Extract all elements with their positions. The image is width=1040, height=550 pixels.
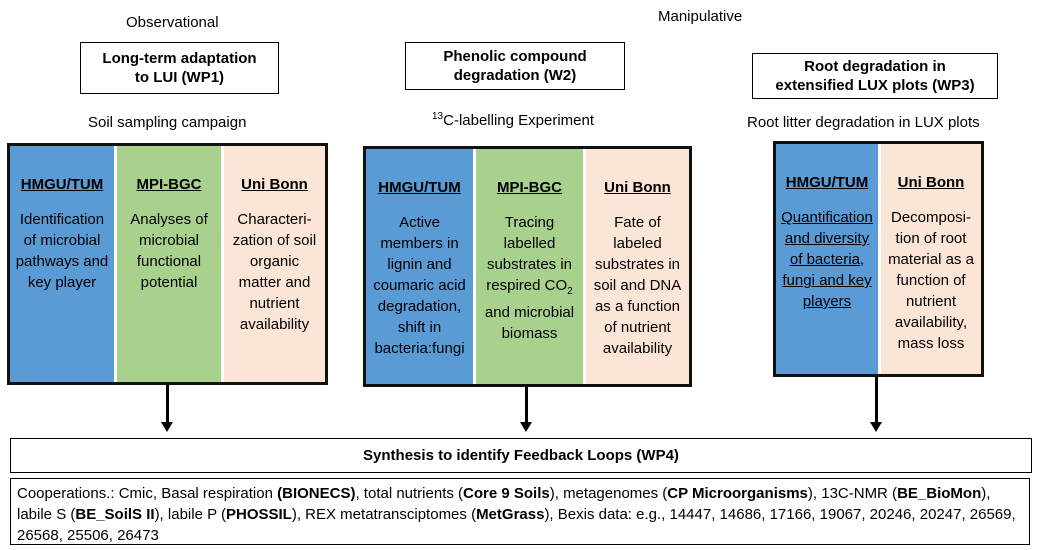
wp1-arrow-shaft <box>166 385 169 422</box>
wp2-title-box: Phenolic compound degradation (W2) <box>405 42 625 90</box>
coop-text-5: ), labile S ( <box>17 485 991 523</box>
wp2-mpi-body-sub: 2 <box>567 286 573 297</box>
wp3-arrow-shaft <box>875 377 878 422</box>
wp3-hmgu-column: HMGU/TUM Quantification and diversity of… <box>776 144 881 374</box>
wp1-title-box: Long-term adaptation to LUI (WP1) <box>80 42 279 94</box>
wp3-title-line2: extensified LUX plots (WP3) <box>775 77 975 94</box>
wp2-mpi-column: MPI-BGC Tracing labelled substrates in r… <box>476 149 586 384</box>
coop-text-7: ), REX metatransciptomes ( <box>291 506 477 523</box>
manipulative-label: Manipulative <box>658 8 743 25</box>
wp2-mpi-body: Tracing labelled substrates in respired … <box>476 212 583 344</box>
wp1-hmgu-head: HMGU/TUM <box>20 176 104 193</box>
coop-text-2: , total nutrients ( <box>355 485 464 502</box>
synthesis-box: Synthesis to identify Feedback Loops (WP… <box>10 438 1032 473</box>
cooperations-box: Cooperations.: Cmic, Basal respiration (… <box>10 478 1030 545</box>
wp1-hmgu-column: HMGU/TUM Identification of microbial pat… <box>10 146 117 382</box>
coop-phossil: PHOSSIL <box>225 506 292 523</box>
wp2-panel: HMGU/TUM Active members in lignin and co… <box>363 146 692 387</box>
coop-text-8: ), Bexis data: e.g., 14447, 14686, 17166… <box>17 506 1016 544</box>
wp3-arrow-head <box>870 422 882 432</box>
wp3-panel: HMGU/TUM Quantification and diversity of… <box>773 141 984 377</box>
wp3-title-line1: Root degradation in <box>804 58 946 75</box>
wp2-subtitle: 13C-labelling Experiment <box>432 111 594 129</box>
coop-text-3: ), metagenomes ( <box>549 485 668 502</box>
coop-text-4: ), 13C-NMR ( <box>807 485 898 502</box>
wp2-mpi-body-pre: Tracing labelled substrates in respired … <box>486 214 573 294</box>
wp1-panel: HMGU/TUM Identification of microbial pat… <box>7 143 328 385</box>
wp3-hmgu-head: HMGU/TUM <box>785 174 869 191</box>
wp1-bonn-body: Characteri-zation of soil organic matter… <box>232 211 317 333</box>
wp2-title-line2: degradation (W2) <box>453 67 577 84</box>
wp2-bonn-column: Uni Bonn Fate of labeled substrates in s… <box>586 149 689 384</box>
wp1-bonn-head: Uni Bonn <box>241 176 308 193</box>
wp1-hmgu-body: Identification of microbial pathways and… <box>15 211 109 291</box>
wp1-subtitle: Soil sampling campaign <box>88 114 247 131</box>
wp1-title-line1: Long-term adaptation <box>102 50 257 67</box>
wp1-title-line2: to LUI (WP1) <box>134 69 225 86</box>
wp2-hmgu-column: HMGU/TUM Active members in lignin and co… <box>366 149 476 384</box>
coop-be-soils: BE_SoilS II <box>75 506 155 523</box>
synthesis-text: Synthesis to identify Feedback Loops (WP… <box>363 447 679 464</box>
wp3-bonn-body: Decomposi-tion of root material as a fun… <box>888 209 974 352</box>
wp2-arrow-head <box>520 422 532 432</box>
wp1-mpi-body: Analyses of microbial functional potenti… <box>130 211 208 291</box>
coop-bionecs: (BIONECS) <box>277 485 356 502</box>
observational-label: Observational <box>126 14 219 31</box>
wp2-mpi-body-post: and microbial biomass <box>484 304 575 342</box>
wp3-subtitle: Root litter degradation in LUX plots <box>747 114 980 131</box>
wp3-bonn-column: Uni Bonn Decomposi-tion of root material… <box>881 144 981 374</box>
wp2-title-line1: Phenolic compound <box>443 48 587 65</box>
wp2-subtitle-sup: 13 <box>432 111 444 122</box>
coop-text-1: Cooperations.: Cmic, Basal respiration <box>17 485 278 502</box>
coop-metgrass: MetGrass <box>476 506 545 523</box>
coop-cp-microorganisms: CP Microorganisms <box>667 485 808 502</box>
wp2-hmgu-body: Active members in lignin and coumaric ac… <box>373 214 466 357</box>
wp3-bonn-head: Uni Bonn <box>897 174 965 191</box>
wp1-mpi-head: MPI-BGC <box>136 176 202 193</box>
wp3-title-box: Root degradation in extensified LUX plot… <box>752 53 998 99</box>
coop-core9: Core 9 Soils <box>463 485 550 502</box>
wp3-hmgu-body: Quantification and diversity of bacteria… <box>781 209 873 310</box>
coop-text-6: ), labile P ( <box>154 506 226 523</box>
wp1-bonn-column: Uni Bonn Characteri-zation of soil organ… <box>224 146 325 382</box>
wp2-bonn-head: Uni Bonn <box>604 179 671 196</box>
wp2-arrow-shaft <box>525 387 528 422</box>
wp2-subtitle-text: C-labelling Experiment <box>443 112 595 129</box>
wp2-mpi-head: MPI-BGC <box>497 179 562 196</box>
coop-be-biomon: BE_BioMon <box>897 485 982 502</box>
wp1-mpi-column: MPI-BGC Analyses of microbial functional… <box>117 146 224 382</box>
wp2-hmgu-head: HMGU/TUM <box>378 179 461 196</box>
wp2-bonn-body: Fate of labeled substrates in soil and D… <box>593 214 682 357</box>
wp1-arrow-head <box>161 422 173 432</box>
